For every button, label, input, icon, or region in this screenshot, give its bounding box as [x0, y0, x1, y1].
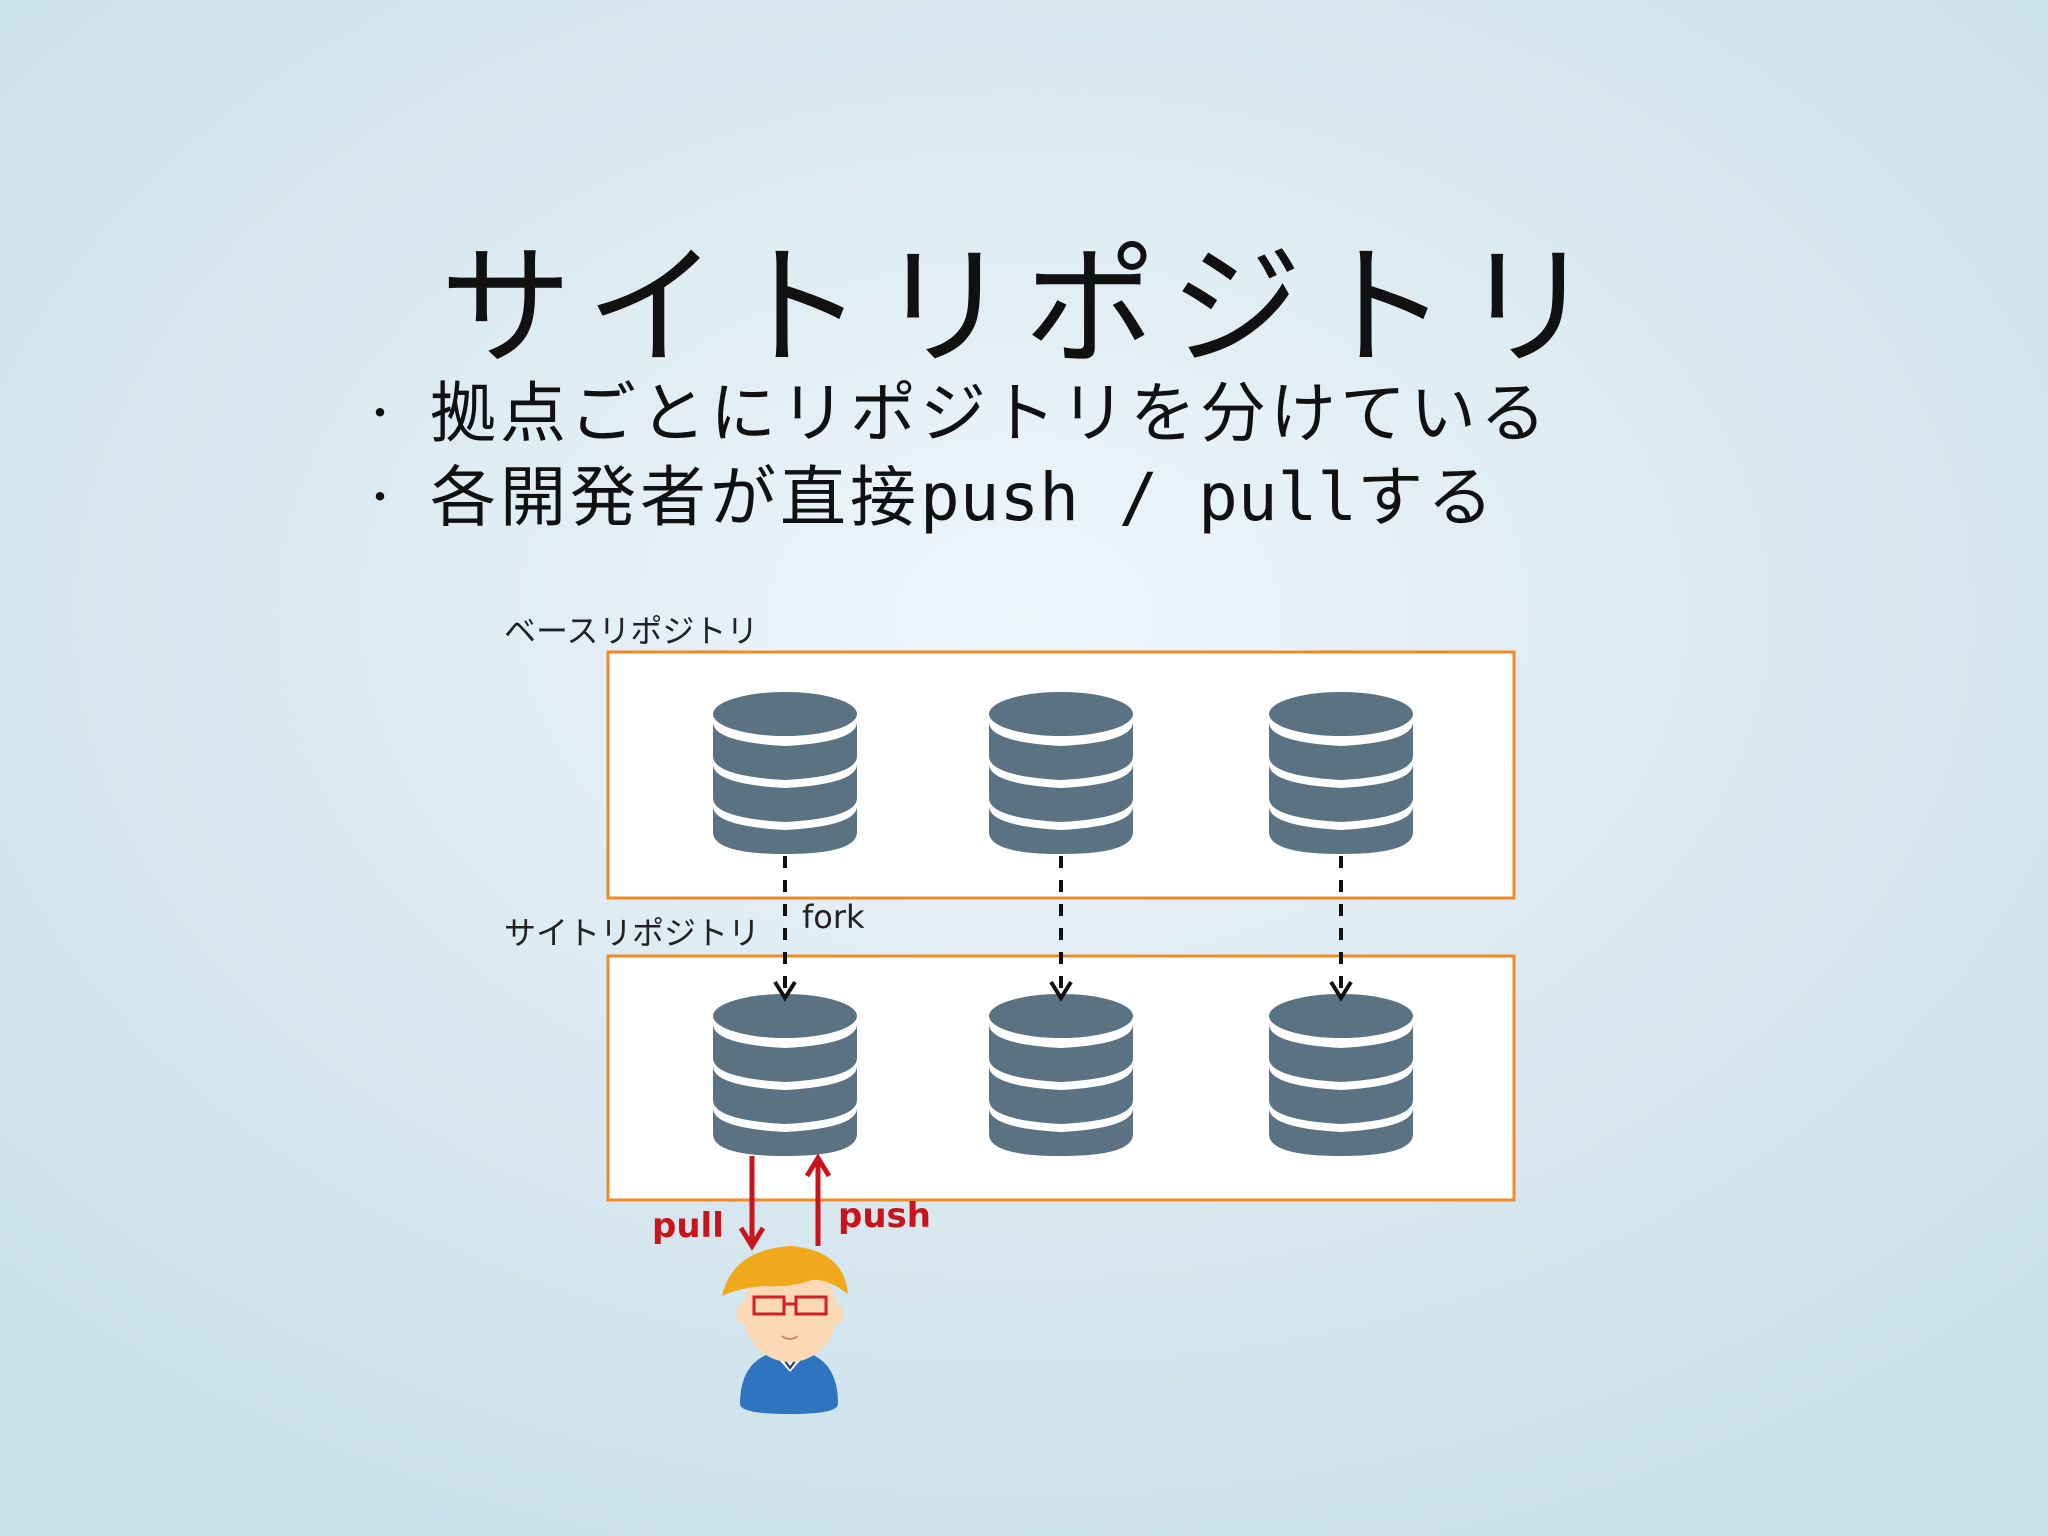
sync-arrows: [738, 1153, 832, 1251]
bullet-text: 拠点ごとにリポジトリを分けている: [430, 374, 1550, 452]
push-label: push: [838, 1196, 931, 1236]
bullet-list: ・拠点ごとにリポジトリを分けている ・各開発者が直接push / pullする: [360, 370, 1550, 538]
pull-label: pull: [652, 1206, 724, 1246]
bullet-text: 各開発者が直接push / pullする: [430, 459, 1497, 536]
fork-label: fork: [802, 898, 865, 936]
bullet-text-prefix: 各開発者が直接: [430, 458, 920, 536]
developer-icon: [722, 1246, 848, 1414]
bullet-dot: ・: [360, 390, 404, 437]
bullet-item: ・各開発者が直接push / pullする: [360, 454, 1550, 538]
arrow-head-icon: [1049, 980, 1073, 1002]
bullet-dot: ・: [360, 474, 404, 521]
slide-title: サイトリポジトリ: [440, 231, 1608, 386]
arrow-down-icon: [738, 1226, 766, 1251]
site-repo-label: サイトリポジトリ: [504, 914, 761, 952]
bullet-text-command: push / pull: [920, 458, 1358, 536]
base-repo-label: ベースリポジトリ: [504, 612, 759, 650]
arrow-head-icon: [773, 980, 797, 1002]
arrow-head-icon: [1329, 980, 1353, 1002]
bullet-text-suffix: する: [1357, 458, 1498, 536]
fork-arrows: [773, 856, 1353, 1002]
arrow-up-icon: [804, 1153, 832, 1178]
bullet-item: ・拠点ごとにリポジトリを分けている: [360, 370, 1550, 454]
